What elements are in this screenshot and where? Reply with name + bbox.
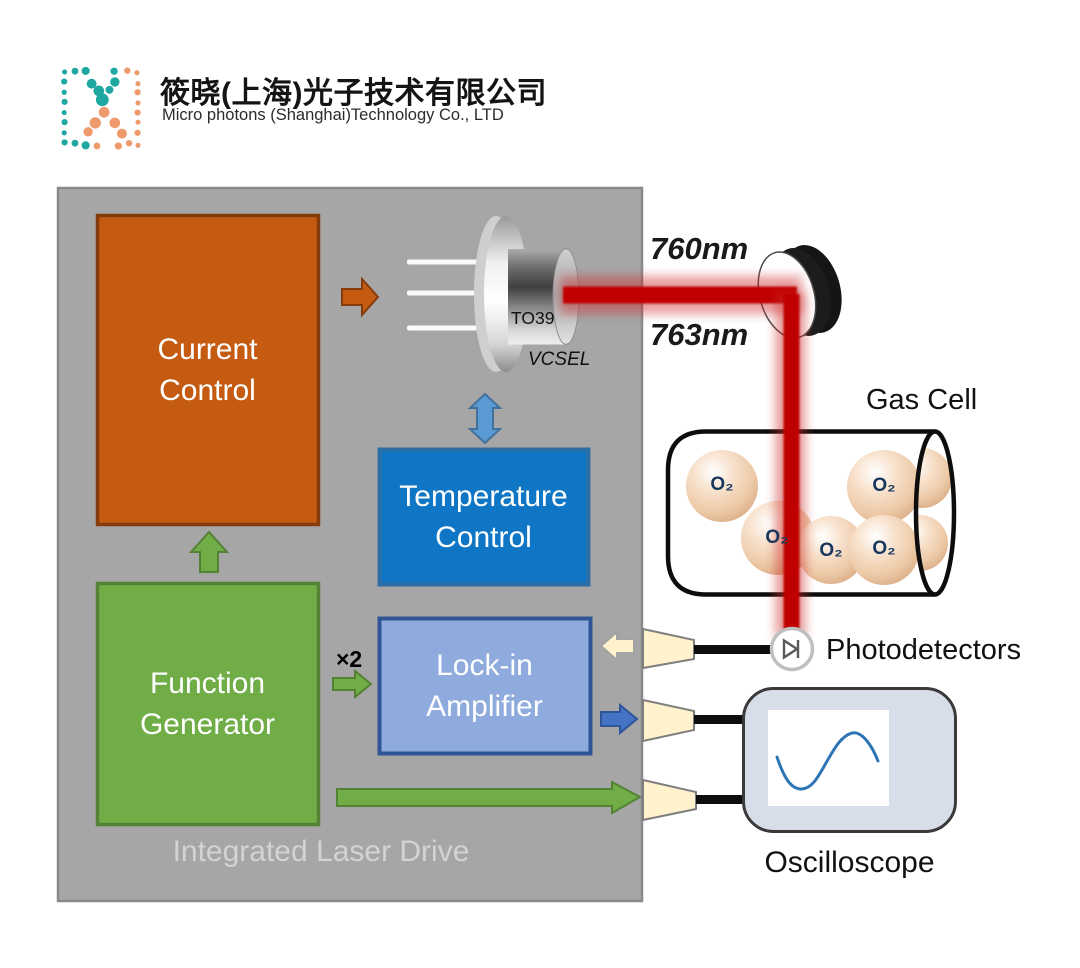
arrow-right-fg-to-lockin — [332, 668, 373, 700]
probe-photodetector — [642, 627, 695, 670]
o2-label: O₂ — [819, 540, 843, 561]
arrow-right-fg-to-scope — [336, 780, 643, 815]
vcsel-to39-package — [407, 216, 580, 372]
temperature-control-label: Temperature Control — [399, 479, 568, 554]
lockin-amplifier-block — [377, 616, 593, 756]
oscilloscope-device — [742, 687, 957, 833]
arrow-left-pd-to-lockin — [599, 629, 635, 663]
gas-cell-label: Gas Cell — [866, 384, 978, 416]
photodetectors-label: Photodetectors — [826, 634, 1022, 666]
vcsel-label: VCSEL — [528, 349, 591, 370]
laser-lead-1 — [407, 259, 484, 265]
current-control-label: Current Control — [157, 332, 258, 407]
arrow-double-temp-laser — [467, 392, 503, 445]
cable-photodetector — [694, 645, 774, 654]
laser-lead-3 — [407, 325, 484, 331]
o2-molecules — [686, 448, 952, 585]
lockin-amplifier-label: Lock-in Amplifier — [426, 648, 543, 723]
gas-cell-rim — [913, 429, 957, 597]
laser-beam — [560, 276, 806, 637]
o2-label: O₂ — [872, 475, 896, 496]
sine-wave — [775, 731, 880, 791]
o2-label: O₂ — [765, 527, 789, 548]
wavelength-760-label: 760nm — [650, 231, 749, 266]
integrated-laser-drive-label: Integrated Laser Drive — [172, 835, 470, 868]
temperature-control-block — [377, 447, 591, 587]
arrow-right-lockin-out — [600, 702, 639, 736]
cable-fg-scope — [696, 795, 745, 804]
oscilloscope-label: Oscilloscope — [764, 846, 935, 879]
function-generator-label: Function Generator — [139, 666, 276, 741]
company-name-en: Micro photons (Shanghai)Technology Co., … — [162, 106, 504, 124]
function-generator-block — [95, 581, 321, 827]
logo-x-dots — [83, 77, 127, 139]
to39-label: TO39 — [511, 308, 555, 328]
o2-label: O₂ — [872, 538, 896, 559]
cable-lockin-scope — [694, 715, 745, 724]
probe-fg-out — [642, 778, 697, 822]
wavelength-763-label: 763nm — [650, 317, 749, 352]
probe-lockin-out — [642, 698, 695, 743]
arrow-right-cc-to-laser — [341, 276, 380, 318]
arrow-up-fg-to-cc — [188, 530, 230, 573]
o2-label: O₂ — [710, 474, 734, 495]
current-control-block — [95, 213, 321, 527]
o2-molecules-partial — [918, 448, 952, 571]
laser-lead-2 — [407, 290, 484, 296]
company-name-cn: 筱晓(上海)光子技术有限公司 — [160, 77, 547, 110]
laser-beam-horizontal — [563, 286, 797, 304]
multiplier-label: ×2 — [336, 646, 363, 672]
output-probes — [642, 627, 774, 822]
gas-cell — [665, 429, 957, 597]
photodetector-symbol — [769, 626, 815, 672]
company-logo — [61, 66, 141, 150]
logo-border-dots — [61, 66, 141, 150]
laser-beam-vertical — [783, 294, 800, 633]
diode-triangle — [782, 638, 800, 660]
